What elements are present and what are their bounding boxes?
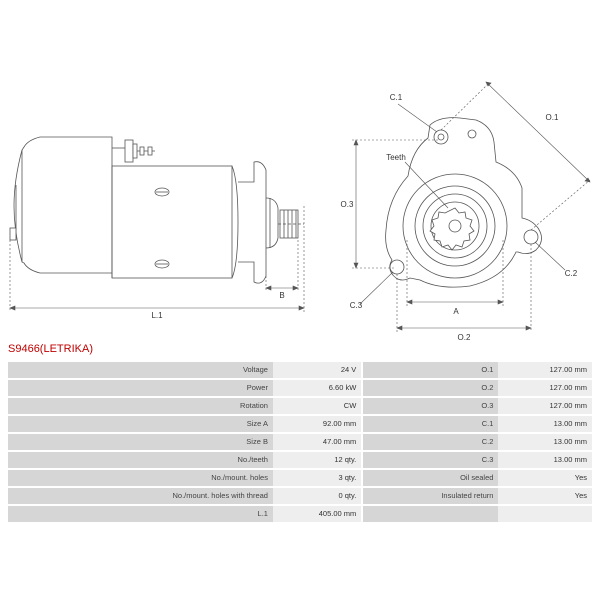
front-dimensions xyxy=(352,81,591,332)
spec-value-secondary: 13.00 mm xyxy=(498,416,592,432)
label-o2: O.2 xyxy=(458,333,471,342)
spec-gap xyxy=(361,380,364,396)
spec-label-secondary: Insulated return xyxy=(363,488,499,504)
spec-label-secondary: C.3 xyxy=(363,452,499,468)
spec-value: 12 qty. xyxy=(272,452,362,468)
spec-value-secondary: 127.00 mm xyxy=(498,380,592,396)
spec-label: L.1 xyxy=(8,506,273,522)
spec-gap xyxy=(361,434,364,450)
spec-gap xyxy=(361,362,364,378)
part-title: S9466(LETRIKA) xyxy=(8,343,93,355)
spec-gap xyxy=(361,416,364,432)
spec-gap xyxy=(361,470,364,486)
spec-value-secondary: 13.00 mm xyxy=(498,452,592,468)
spec-label-secondary: C.2 xyxy=(363,434,499,450)
spec-label: Voltage xyxy=(8,362,273,378)
label-c2: C.2 xyxy=(565,269,578,278)
spec-value: 47.00 mm xyxy=(272,434,362,450)
spec-value-secondary: Yes xyxy=(498,488,592,504)
spec-value: 0 qty. xyxy=(272,488,362,504)
spec-label: Size B xyxy=(8,434,273,450)
label-c1: C.1 xyxy=(390,93,403,102)
spec-value: CW xyxy=(272,398,362,414)
spec-gap xyxy=(361,398,364,414)
starter-front-view xyxy=(385,117,542,288)
spec-value: 6.60 kW xyxy=(272,380,362,396)
spec-label-secondary: O.1 xyxy=(363,362,499,378)
label-c3: C.3 xyxy=(350,301,363,310)
spec-label: Size A xyxy=(8,416,273,432)
spec-label-secondary: O.3 xyxy=(363,398,499,414)
spec-label: Power xyxy=(8,380,273,396)
spec-gap xyxy=(361,452,364,468)
label-teeth: Teeth xyxy=(386,153,406,162)
spec-label-secondary: C.1 xyxy=(363,416,499,432)
starter-side-view xyxy=(9,136,304,284)
label-l1: L.1 xyxy=(151,311,163,320)
label-b: B xyxy=(279,291,284,300)
spec-value-secondary: Yes xyxy=(498,470,592,486)
technical-drawing: L.1 B xyxy=(9,81,591,342)
spec-value: 92.00 mm xyxy=(272,416,362,432)
label-a: A xyxy=(453,307,459,316)
spec-value-secondary: 127.00 mm xyxy=(498,398,592,414)
spec-label-secondary: O.2 xyxy=(363,380,499,396)
spec-value-secondary: 13.00 mm xyxy=(498,434,592,450)
spec-label: No./teeth xyxy=(8,452,273,468)
spec-value: 24 V xyxy=(272,362,362,378)
spec-label: No./mount. holes xyxy=(8,470,273,486)
spec-value-secondary xyxy=(498,506,592,522)
label-o3: O.3 xyxy=(341,200,354,209)
spec-label: No./mount. holes with thread xyxy=(8,488,273,504)
spec-gap xyxy=(361,506,364,522)
side-dimensions xyxy=(9,206,305,312)
spec-value: 3 qty. xyxy=(272,470,362,486)
spec-value: 405.00 mm xyxy=(272,506,362,522)
spec-label-secondary xyxy=(363,506,499,522)
spec-label: Rotation xyxy=(8,398,273,414)
label-o1: O.1 xyxy=(546,113,559,122)
spec-label-secondary: Oil sealed xyxy=(363,470,499,486)
spec-value-secondary: 127.00 mm xyxy=(498,362,592,378)
spec-gap xyxy=(361,488,364,504)
